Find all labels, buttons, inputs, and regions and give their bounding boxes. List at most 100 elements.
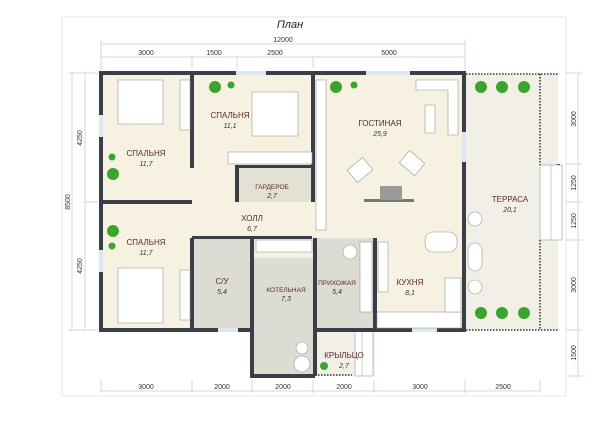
dining-table (424, 231, 458, 253)
dim-right: 3000 (571, 111, 578, 127)
terrace-chair (467, 211, 483, 227)
plant-icon (475, 307, 487, 319)
room-name: СПАЛЬНЯ (210, 111, 249, 120)
boiler (342, 244, 358, 260)
plant-icon (350, 81, 358, 89)
room-name: С/У (215, 277, 229, 286)
plant-icon (209, 81, 221, 93)
bed (251, 91, 299, 137)
furniture (117, 79, 483, 373)
wardrobe-unit (179, 269, 191, 321)
room-porch: КРЫЛЬЦО 2,7 (324, 351, 364, 370)
kitchen-counter (376, 311, 462, 329)
windows (99, 71, 466, 332)
room-living: ГОСТИНАЯ 25,9 (358, 119, 401, 138)
wardrobe-unit (315, 79, 327, 231)
room-area: 20,1 (502, 207, 517, 214)
room-area: 7,3 (281, 296, 291, 303)
plant-icon (107, 168, 119, 180)
room-terrace: ТЕРРАСА 20,1 (492, 195, 529, 214)
dim-right: 1250 (571, 213, 578, 229)
room-bedroom-3: СПАЛЬНЯ 11,7 (126, 238, 165, 257)
dim-left: 4250 (77, 258, 84, 274)
plant-icon (496, 81, 508, 93)
plant-icon (518, 81, 530, 93)
kitchen-cabinet (377, 241, 389, 293)
room-area: 2,7 (266, 193, 278, 200)
room-name: КРЫЛЬЦО (324, 351, 364, 360)
terrace-chair (467, 279, 483, 295)
room-area: 2,7 (338, 363, 350, 370)
armchair (424, 104, 436, 134)
fireplace-base (364, 199, 414, 202)
dim-top: 5000 (381, 50, 397, 57)
left-dimensions: 8500 4250 4250 (65, 72, 98, 331)
wardrobe-floor (237, 167, 313, 202)
fireplace (380, 186, 402, 200)
room-name: ПРИХОЖАЯ (318, 280, 356, 287)
room-area: 11,7 (139, 250, 153, 257)
room-bedroom-2: СПАЛЬНЯ 11,1 (210, 111, 249, 130)
tank (295, 341, 309, 355)
terrace-stairs (539, 164, 563, 241)
plants (107, 81, 530, 370)
dim-left: 4250 (77, 130, 84, 146)
room-name: КОТЕЛЬНАЯ (266, 287, 306, 294)
room-name: СПАЛЬНЯ (126, 238, 165, 247)
plant-icon (496, 307, 508, 319)
room-name: ГОСТИНАЯ (358, 119, 401, 128)
room-name: ХОЛЛ (241, 214, 263, 223)
dim-right: 1500 (571, 345, 578, 361)
room-area: 25,9 (372, 131, 387, 138)
room-name: КУХНЯ (397, 278, 424, 287)
dim-top: 2500 (267, 50, 283, 57)
room-area: 11,1 (223, 123, 236, 130)
dim-top-total: 12000 (273, 37, 293, 44)
plant-icon (227, 81, 235, 89)
plant-icon (518, 307, 530, 319)
dim-top: 3000 (138, 50, 154, 57)
tank (293, 355, 311, 373)
dim-bottom: 2000 (336, 384, 352, 391)
room-area: 5,4 (332, 289, 342, 296)
room-name: ТЕРРАСА (492, 195, 529, 204)
plant-icon (107, 225, 119, 237)
room-kitchen: КУХНЯ 8,1 (397, 278, 424, 297)
bathroom-floor (192, 238, 252, 330)
room-name: СПАЛЬНЯ (126, 149, 165, 158)
walls (99, 71, 466, 378)
dim-bottom: 3000 (138, 384, 154, 391)
wardrobe-unit (255, 239, 313, 253)
room-area: 8,1 (405, 290, 415, 297)
plant-icon (475, 81, 487, 93)
bottom-dimensions: 3000 2000 2000 2000 3000 2500 (100, 380, 541, 393)
dim-right: 1250 (571, 175, 578, 191)
room-boiler: КОТЕЛЬНАЯ 7,3 (266, 287, 306, 303)
room-bathroom: С/У 5,4 (215, 277, 229, 296)
terrace-table (467, 242, 483, 272)
kitchen-counter (444, 277, 462, 313)
dim-left-total: 8500 (65, 194, 72, 210)
dim-top: 1500 (206, 50, 222, 57)
dim-bottom: 2500 (495, 384, 511, 391)
right-dimensions: 3000 1250 1250 3000 1500 (566, 72, 582, 377)
plant-icon (108, 153, 116, 161)
sofa (415, 79, 459, 136)
wardrobe-unit (359, 241, 373, 313)
wardrobe-unit (179, 79, 191, 131)
armchair (398, 150, 426, 176)
dim-bottom: 2000 (275, 384, 291, 391)
dim-bottom: 2000 (214, 384, 230, 391)
plan-title: План (277, 19, 303, 31)
bed (117, 267, 164, 324)
dim-right: 3000 (571, 277, 578, 293)
room-area: 5,4 (217, 289, 227, 296)
plant-icon (320, 362, 328, 370)
plant-icon (108, 242, 116, 250)
top-dimensions: 12000 3000 1500 2500 5000 (100, 37, 466, 70)
armchair (346, 157, 374, 183)
